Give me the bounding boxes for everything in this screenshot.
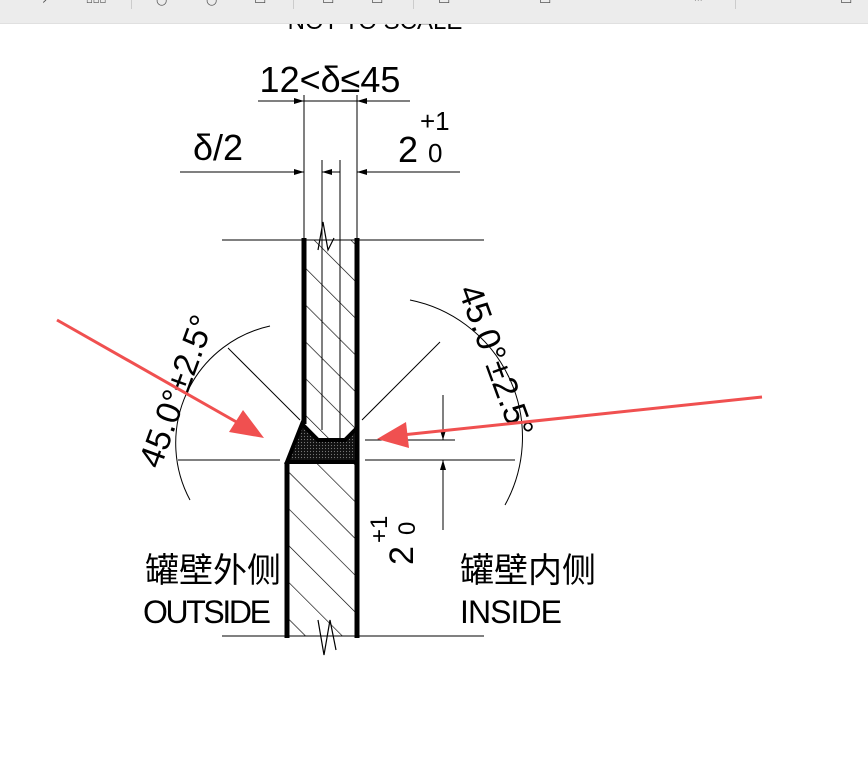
more-icon[interactable]: ···: [694, 0, 703, 6]
page-icon[interactable]: ▭: [322, 0, 335, 8]
inside-label-en: INSIDE: [460, 594, 562, 630]
divider: [413, 0, 414, 9]
divider: [293, 0, 294, 9]
red-arrow-left: [56, 318, 264, 438]
gap-dimension-value: 2: [398, 129, 418, 170]
half-thickness-dimension: δ/2: [193, 127, 243, 168]
right-angle-arc: [409, 299, 523, 506]
weld-drawing: NOT TO SCALE 12<δ≤45 δ/2 2 +1 0 45.0°±2.…: [56, 24, 763, 656]
red-arrow-right: [377, 395, 763, 448]
viewer-toolbar: › ▫▫▫ ○ ○ ▭ ▭ ▭ ▭ ⌜ ▭ ··· ▭: [0, 0, 868, 24]
window-icon[interactable]: ▭: [840, 0, 853, 8]
thickness-dimension: 12<δ≤45: [260, 59, 401, 100]
lower-plate: [287, 462, 357, 636]
break-line-bottom: [317, 619, 337, 656]
upper-plate: [304, 240, 357, 440]
not-to-scale-label: NOT TO SCALE: [288, 24, 463, 35]
depth-upper-tolerance: +1: [366, 516, 393, 543]
fullscreen-icon[interactable]: ⌜: [489, 0, 496, 8]
zoom-out-icon[interactable]: ○: [206, 0, 218, 8]
break-line-top: [317, 221, 335, 252]
gap-dimension: 2 +1 0: [398, 106, 450, 170]
divider: [735, 0, 736, 9]
depth-dimension-value: 2: [383, 546, 421, 565]
outside-label-en: OUTSIDE: [143, 594, 271, 630]
back-icon[interactable]: ›: [42, 0, 48, 8]
thumbnails-icon[interactable]: ▫▫▫: [86, 0, 107, 6]
bevel-extension: [361, 341, 441, 421]
weld-bead: [284, 420, 359, 464]
export-icon[interactable]: ▭: [438, 0, 451, 8]
inside-label-cn: 罐壁内侧: [460, 552, 596, 590]
left-bevel-angle: 45.0°±2.5°: [132, 310, 222, 473]
gap-upper-tolerance: +1: [420, 106, 450, 136]
bevel-extension: [227, 347, 301, 421]
zoom-in-icon[interactable]: ○: [156, 0, 168, 8]
outside-label-cn: 罐壁外侧: [145, 552, 281, 590]
rotate-icon[interactable]: ▭: [371, 0, 384, 8]
depth-dimension: 2 +1 0: [366, 516, 421, 565]
fit-icon[interactable]: ▭: [254, 0, 267, 8]
depth-lower-tolerance: 0: [394, 522, 421, 535]
divider: [131, 0, 132, 9]
share-icon[interactable]: ▭: [539, 0, 552, 8]
gap-lower-tolerance: 0: [428, 138, 442, 168]
right-bevel-angle: 45.0°±2.5°: [450, 280, 540, 443]
